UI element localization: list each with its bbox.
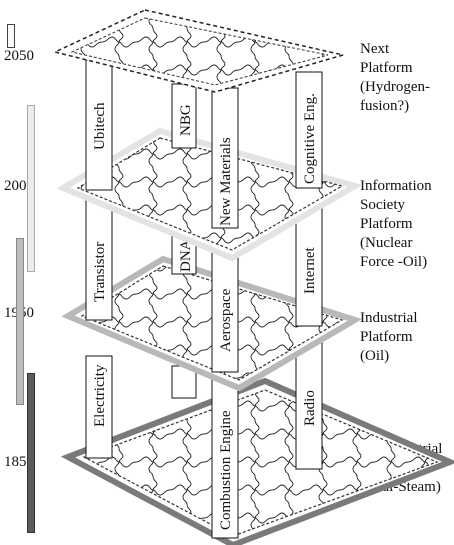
timeline-bar-1950-2000 (16, 238, 24, 405)
pillar-label-electricity: Electricity (92, 364, 108, 427)
pillar-label-aerospace: Aerospace (218, 288, 234, 352)
pillar-label-radio: Radio (302, 390, 318, 426)
pillar-nbg: NBG (171, 83, 197, 149)
platform-label-industrial: Industrial Platform (Oil) (360, 310, 418, 364)
timeline-bar-1850-1950 (27, 373, 35, 533)
platform-next (52, 9, 344, 93)
pillar-label-transistor: Transistor (92, 242, 108, 302)
platform-label-next: Next Platform (Hydrogen- fusion?) (360, 41, 430, 114)
pillar-label-new-materials: New Materials (218, 137, 234, 226)
pillar-transistor: Transistor (85, 193, 113, 321)
pillar-cognitive-eng: Cognitive Eng. (295, 71, 323, 189)
pillar-label-internet: Internet (302, 247, 318, 294)
pillar-label-combustion-engine: Combustion Engine (218, 410, 234, 530)
year-label-1850: 1850 (4, 454, 34, 470)
pillar-label-ubitech: Ubitech (92, 102, 108, 150)
timeline-bar-2000-2050 (27, 105, 35, 272)
year-label-2050: 2050 (4, 48, 34, 64)
pillar-label-cognitive-eng: Cognitive Eng. (302, 93, 318, 184)
timeline-bar-2000-2050 (7, 24, 15, 48)
pillar-new-materials: New Materials (211, 87, 239, 229)
pillar-label-nbg: NBG (178, 104, 194, 136)
pillar-combustion-engine: Combustion Engine (211, 367, 239, 539)
platform-preindustrial (60, 377, 454, 545)
pillar-ubitech: Ubitech (85, 59, 113, 191)
platform-label-information: Information Society Platform (Nuclear Fo… (360, 178, 432, 270)
pillar-electricity: Electricity (85, 355, 113, 459)
pillar-label-dna: DNA (178, 239, 194, 272)
year-label-2000: 2000 (4, 178, 34, 194)
